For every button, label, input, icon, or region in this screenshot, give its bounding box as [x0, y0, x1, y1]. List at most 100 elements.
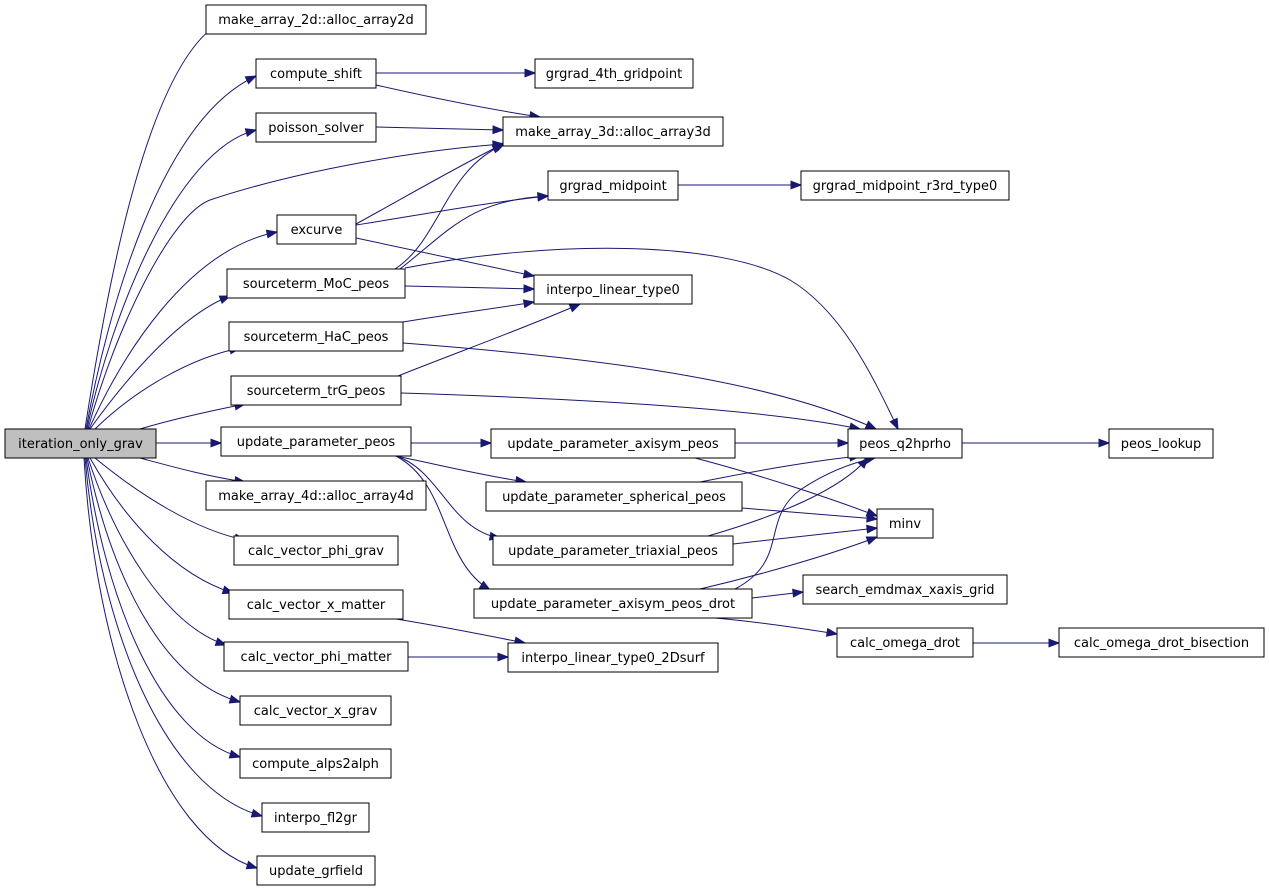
edge-update-parameter-peos-to-update-parameter-axisym-peos-drot [395, 455, 492, 591]
edge-calc-vector-x-matter-to-interpo-linear-type0-2dsurf [395, 618, 527, 646]
node-make-array-3d-alloc-array3d[interactable]: make_array_3d::alloc_array3d [502, 116, 724, 147]
node-label: update_parameter_spherical_peos [502, 490, 726, 505]
node-interpo-linear-type0[interactable]: interpo_linear_type0 [533, 274, 693, 305]
node-label: grgrad_midpoint [559, 179, 666, 194]
edge-line [94, 457, 246, 541]
edge-sourceterm-trg-peos-to-interpo-linear-type0 [397, 303, 582, 377]
edge-iteration-only-grav-to-compute-shift [85, 75, 258, 430]
edge-excurve-to-grgrad-midpoint [355, 192, 550, 226]
node-sourceterm-hac-peos[interactable]: sourceterm_HaC_peos [228, 321, 404, 352]
node-label: grgrad_midpoint_r3rd_type0 [813, 179, 998, 194]
node-update-parameter-axisym-peos[interactable]: update_parameter_axisym_peos [490, 428, 736, 459]
edge-excurve-to-interpo-linear-type0 [355, 237, 536, 279]
edge-arrowhead [1048, 638, 1061, 648]
edge-line [395, 455, 491, 591]
edge-sourceterm-moc-peos-to-peos-q2hprho [404, 247, 899, 431]
node-sourceterm-trg-peos[interactable]: sourceterm_trG_peos [230, 375, 402, 406]
node-label: make_array_3d::alloc_array3d [515, 125, 710, 140]
node-peos-lookup[interactable]: peos_lookup [1108, 428, 1214, 459]
edge-arrowhead [522, 299, 536, 309]
edge-line [86, 457, 241, 703]
edge-sourceterm-moc-peos-to-grgrad-midpoint [399, 192, 550, 270]
edge-arrowhead [865, 536, 879, 545]
edge-iteration-only-grav-to-make-array-2d-alloc-array2d [84, 23, 220, 430]
node-excurve[interactable]: excurve [276, 214, 357, 245]
node-compute-alps2alph[interactable]: compute_alps2alph [239, 748, 392, 779]
node-update-parameter-triaxial-peos[interactable]: update_parameter_triaxial_peos [492, 535, 734, 566]
edge-arrowhead [537, 192, 550, 202]
edge-line [395, 455, 501, 539]
edge-line [694, 457, 878, 517]
edge-line [404, 247, 899, 430]
call-edges [83, 23, 1111, 870]
node-label: update_parameter_triaxial_peos [508, 544, 718, 559]
node-update-grfield[interactable]: update_grfield [256, 855, 376, 886]
edge-line [355, 142, 506, 225]
edge-sourceterm-hac-peos-to-interpo-linear-type0 [402, 299, 536, 323]
node-iteration-only-grav[interactable]: iteration_only_grav [4, 428, 157, 459]
edge-arrowhead [523, 284, 536, 294]
edge-line [699, 455, 861, 483]
node-label: update_parameter_peos [237, 435, 396, 450]
edge-arrowhead [228, 694, 242, 704]
node-grgrad-4th-gridpoint[interactable]: grgrad_4th_gridpoint [534, 58, 694, 89]
node-calc-vector-phi-grav[interactable]: calc_vector_phi_grav [233, 535, 399, 566]
edge-line [734, 457, 876, 590]
node-grgrad-midpoint-r3rd-type0[interactable]: grgrad_midpoint_r3rd_type0 [800, 170, 1010, 201]
node-label: calc_omega_drot [850, 636, 960, 651]
node-update-parameter-spherical-peos[interactable]: update_parameter_spherical_peos [485, 481, 743, 512]
edge-arrowhead [866, 524, 879, 534]
edge-arrowhead [245, 860, 259, 870]
edge-update-parameter-axisym-peos-drot-to-search-emdmax-xaxis-grid [751, 588, 805, 599]
edge-arrowhead [244, 75, 258, 85]
node-label: sourceterm_trG_peos [247, 384, 386, 399]
edge-line [85, 75, 257, 430]
node-search-emdmax-xaxis-grid[interactable]: search_emdmax_xaxis_grid [802, 574, 1008, 605]
edge-iteration-only-grav-to-sourceterm-moc-peos [89, 295, 232, 430]
edge-line [699, 536, 878, 590]
edge-iteration-only-grav-to-make-array-4d-alloc-array4d [139, 457, 247, 485]
node-interpo-fl2gr[interactable]: interpo_fl2gr [261, 802, 370, 833]
node-poisson-solver[interactable]: poisson_solver [255, 112, 377, 143]
edge-arrowhead [837, 438, 850, 448]
edge-line [86, 129, 257, 430]
edge-line [707, 457, 869, 537]
node-label: update_parameter_axisym_peos [507, 437, 719, 452]
edge-arrowhead [497, 652, 510, 662]
node-calc-omega-drot-bisection[interactable]: calc_omega_drot_bisection [1058, 627, 1265, 658]
edge-line [88, 231, 278, 430]
node-update-parameter-peos[interactable]: update_parameter_peos [220, 426, 412, 457]
node-calc-omega-drot[interactable]: calc_omega_drot [836, 627, 974, 658]
edge-calc-vector-phi-matter-to-interpo-linear-type0-2dsurf [408, 652, 510, 662]
node-sourceterm-moc-peos[interactable]: sourceterm_MoC_peos [226, 268, 406, 299]
call-nodes: iteration_only_grav make_array_2d::alloc… [4, 4, 1265, 886]
node-label: compute_shift [270, 67, 362, 82]
node-make-array-2d-alloc-array2d[interactable]: make_array_2d::alloc_array2d [205, 4, 427, 35]
edge-iteration-only-grav-to-poisson-solver [86, 128, 258, 430]
edge-line [741, 507, 878, 520]
node-calc-vector-x-matter[interactable]: calc_vector_x_matter [228, 589, 404, 620]
edge-line [87, 457, 227, 646]
edge-peos-q2hprho-to-peos-lookup [962, 438, 1111, 448]
node-compute-shift[interactable]: compute_shift [255, 58, 377, 89]
edge-line [732, 527, 878, 545]
edge-line [84, 457, 263, 817]
edge-line [395, 455, 527, 483]
edge-update-parameter-axisym-peos-to-peos-q2hprho [735, 438, 850, 448]
edge-line [395, 618, 526, 644]
node-minv[interactable]: minv [876, 508, 934, 539]
node-peos-q2hprho[interactable]: peos_q2hprho [847, 428, 963, 459]
edge-iteration-only-grav-to-update-grfield [83, 457, 259, 870]
edge-update-parameter-axisym-peos-drot-to-minv [699, 536, 879, 590]
node-update-parameter-axisym-peos-drot[interactable]: update_parameter_axisym_peos_drot [473, 588, 753, 619]
node-label: excurve [291, 223, 343, 238]
node-calc-vector-x-grav[interactable]: calc_vector_x_grav [239, 695, 392, 726]
edge-arrowhead [522, 269, 536, 279]
node-make-array-4d-alloc-array4d[interactable]: make_array_4d::alloc_array4d [205, 480, 427, 511]
node-calc-vector-phi-matter[interactable]: calc_vector_phi_matter [223, 641, 409, 672]
node-label: calc_omega_drot_bisection [1074, 636, 1249, 651]
node-grgrad-midpoint[interactable]: grgrad_midpoint [547, 170, 679, 201]
node-interpo-linear-type0-2dsurf[interactable]: interpo_linear_type0_2Dsurf [507, 642, 719, 673]
edge-calc-omega-drot-to-calc-omega-drot-bisection [973, 638, 1061, 648]
edge-line [84, 23, 219, 430]
